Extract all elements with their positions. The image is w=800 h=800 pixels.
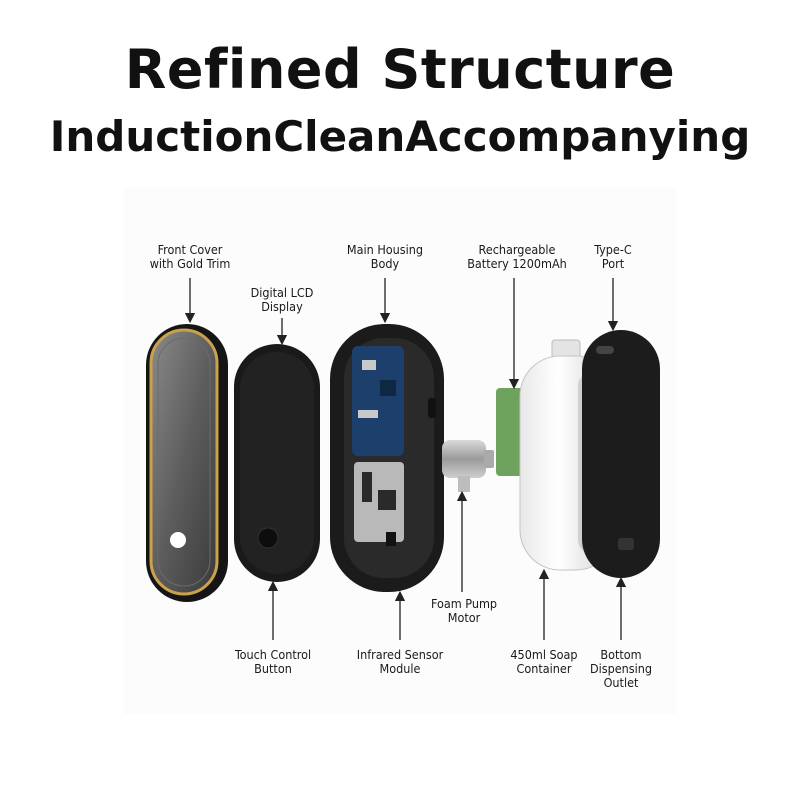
pcb-board	[352, 346, 404, 456]
label-battery: Rechargeable Battery 1200mAh	[467, 242, 567, 271]
label-front-cover: Front Cover with Gold Trim	[149, 242, 231, 271]
touch-button-icon	[257, 527, 279, 549]
type-c-port-icon	[596, 346, 614, 354]
label-outlet: Bottom Dispensing Outlet	[589, 647, 653, 690]
lcd-display-panel	[234, 344, 320, 582]
label-lcd: Digital LCD Display	[250, 285, 314, 314]
front-cover	[146, 324, 228, 602]
foam-pump-motor	[442, 440, 494, 492]
back-housing	[582, 330, 660, 578]
label-pump: Foam Pump Motor	[430, 596, 498, 625]
label-touch: Touch Control Button	[234, 647, 312, 676]
main-housing	[330, 324, 444, 592]
label-container: 450ml Soap Container	[510, 647, 578, 676]
label-type-c: Type-C Port	[594, 242, 632, 271]
page-title: Refined Structure	[124, 38, 676, 101]
label-infrared: Infrared Sensor Module	[356, 647, 444, 676]
sensor-window-icon	[170, 532, 186, 548]
page-subtitle: InductionCleanAccompanying	[49, 112, 751, 161]
label-main-housing: Main Housing Body	[346, 242, 424, 271]
